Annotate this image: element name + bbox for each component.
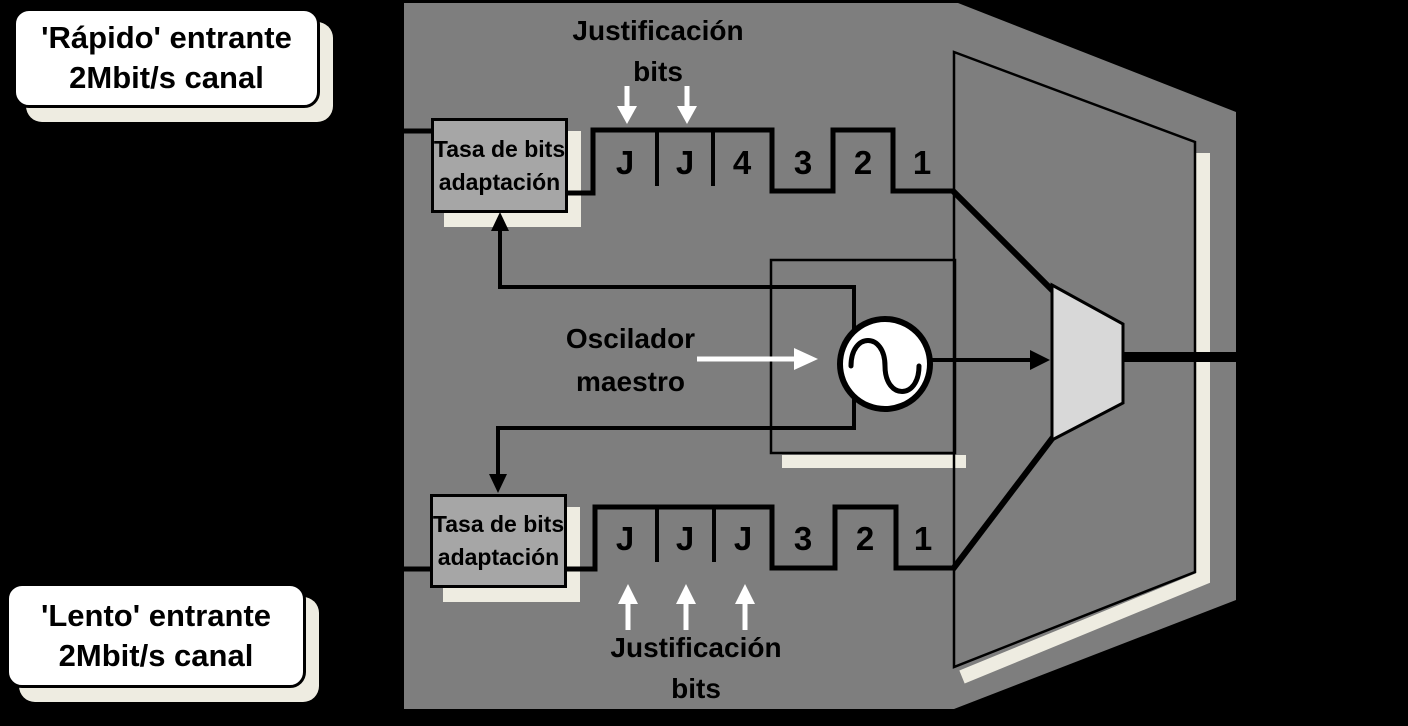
funnel-shadow: [959, 153, 1210, 684]
slow-channel-line2: 2Mbit/s canal: [58, 637, 254, 673]
justification-arrow-down-icon: [617, 86, 637, 124]
fast-channel-callout: 'Rápido' entrante 2Mbit/s canal: [13, 8, 320, 108]
bit-cell-label: J: [615, 520, 635, 557]
bit-cell-label: J: [675, 144, 695, 181]
funnel-outline: [952, 50, 1197, 669]
oscillator-enclosure-shadow: [782, 455, 966, 468]
justification-top-line1: Justificación: [572, 15, 744, 46]
slow-channel-line1: 'Lento' entrante: [40, 597, 272, 633]
mux-input-line-bottom: [950, 434, 1057, 571]
justification-bottom-line2: bits: [671, 673, 721, 704]
justification-arrow-up-icon: [618, 584, 638, 630]
fast-channel-line2: 2Mbit/s canal: [69, 60, 264, 95]
rate-adaptation-box-bottom: Tasa de bits adaptación: [430, 494, 567, 588]
rate-adaptation-bottom-line1: Tasa de bits: [432, 511, 565, 537]
bit-cell-label: J: [733, 520, 753, 557]
rate-adaptation-bottom-line2: adaptación: [437, 544, 560, 570]
clock-arrow-down-icon: [489, 474, 507, 493]
slow-channel-callout: 'Lento' entrante 2Mbit/s canal: [6, 583, 306, 688]
bit-cell-label: 3: [793, 144, 813, 181]
justification-arrow-down-icon: [677, 86, 697, 124]
oscillator-to-mux-arrow-icon: [931, 350, 1050, 370]
sine-wave-icon: [848, 338, 922, 394]
bit-cell-label: 3: [793, 520, 813, 557]
rate-adaptation-top-line2: adaptación: [438, 168, 561, 195]
justification-bottom-line1: Justificación: [610, 632, 782, 663]
oscillator-pointer-arrow-icon: [697, 348, 818, 370]
bit-cell-label: 1: [913, 520, 933, 557]
justification-top-line2: bits: [633, 56, 683, 87]
frame-dividers-top: [655, 132, 715, 186]
bit-cell-label: J: [675, 520, 695, 557]
justification-label-top: Justificación bits: [558, 10, 758, 92]
justification-label-bottom: Justificación bits: [596, 627, 796, 709]
justification-arrow-up-icon: [735, 584, 755, 630]
mux-input-line-top: [950, 188, 1057, 295]
master-oscillator-line2: maestro: [576, 366, 685, 397]
master-oscillator-label: Oscilador maestro: [528, 317, 733, 403]
fast-channel-line1: 'Rápido' entrante: [41, 20, 292, 55]
rate-adaptation-box-top: Tasa de bits adaptación: [431, 118, 568, 213]
justification-arrow-up-icon: [676, 584, 696, 630]
frame-waveform-bottom: [566, 504, 953, 572]
rate-adaptation-top-line1: Tasa de bits: [433, 135, 566, 162]
frame-dividers-bottom: [655, 509, 716, 562]
clock-arrow-up-icon: [491, 212, 509, 231]
master-oscillator-line1: Oscilador: [565, 323, 696, 354]
bit-cell-label: 2: [855, 520, 875, 557]
frame-waveform-top: [568, 127, 953, 196]
bit-cell-label: 1: [912, 144, 932, 181]
bit-cell-label: J: [615, 144, 635, 181]
bit-cell-label: 4: [732, 144, 752, 181]
bit-cell-label: 2: [853, 144, 873, 181]
mux-trapezoid: [1050, 282, 1125, 443]
panel-background: [404, 3, 1236, 709]
